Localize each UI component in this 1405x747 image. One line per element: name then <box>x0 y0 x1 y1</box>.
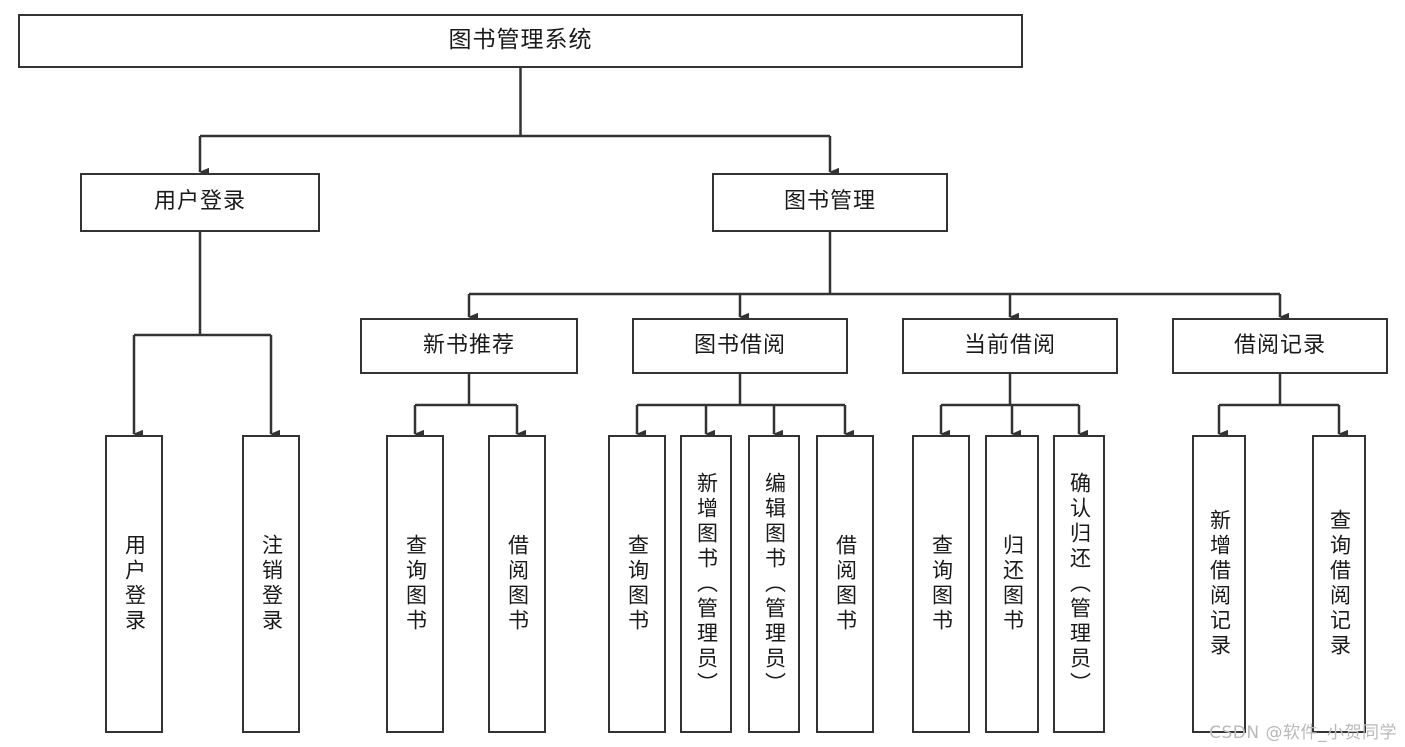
node-leaf-query-book-3-label: 查询图书 <box>929 534 954 634</box>
node-book-borrow-label: 图书借阅 <box>693 332 786 358</box>
node-book-manage[interactable]: 图书管理 <box>712 173 948 232</box>
node-current-borrow-label: 当前借阅 <box>963 332 1056 358</box>
node-current-borrow[interactable]: 当前借阅 <box>902 318 1118 374</box>
node-root[interactable]: 图书管理系统 <box>18 14 1023 68</box>
node-leaf-user-login[interactable]: 用户登录 <box>105 435 163 733</box>
node-leaf-add-book-label: 新增图书（管理员） <box>694 471 719 697</box>
node-new-book-rec-label: 新书推荐 <box>422 332 515 358</box>
node-leaf-user-login-label: 用户登录 <box>122 534 147 634</box>
node-user-login[interactable]: 用户登录 <box>80 173 320 232</box>
node-leaf-user-logout-label: 注销登录 <box>259 534 284 634</box>
edges-group <box>132 68 1348 439</box>
node-leaf-add-record[interactable]: 新增借阅记录 <box>1192 435 1246 733</box>
node-leaf-return-book-label: 归还图书 <box>1000 534 1025 634</box>
node-book-borrow[interactable]: 图书借阅 <box>632 318 848 374</box>
node-leaf-borrow-book-1-label: 借阅图书 <box>505 534 530 634</box>
node-book-manage-label: 图书管理 <box>783 189 876 215</box>
csdn-watermark: CSDN @软件_小贺同学 <box>1209 723 1397 743</box>
node-leaf-query-record[interactable]: 查询借阅记录 <box>1312 435 1366 733</box>
node-leaf-query-book-1-label: 查询图书 <box>403 534 428 634</box>
node-leaf-add-book[interactable]: 新增图书（管理员） <box>680 435 732 733</box>
node-leaf-edit-book-label: 编辑图书（管理员） <box>762 471 787 697</box>
node-leaf-query-record-label: 查询借阅记录 <box>1327 509 1352 659</box>
node-leaf-borrow-book-1[interactable]: 借阅图书 <box>488 435 546 733</box>
node-leaf-borrow-book-2[interactable]: 借阅图书 <box>816 435 874 733</box>
node-leaf-query-book-2[interactable]: 查询图书 <box>608 435 666 733</box>
node-leaf-user-logout[interactable]: 注销登录 <box>242 435 300 733</box>
node-borrow-record-label: 借阅记录 <box>1233 332 1326 358</box>
node-user-login-label: 用户登录 <box>153 189 246 215</box>
node-new-book-rec[interactable]: 新书推荐 <box>360 318 578 374</box>
node-leaf-confirm-return-label: 确认归还（管理员） <box>1067 471 1092 697</box>
node-leaf-return-book[interactable]: 归还图书 <box>985 435 1039 733</box>
node-leaf-add-record-label: 新增借阅记录 <box>1207 509 1232 659</box>
node-borrow-record[interactable]: 借阅记录 <box>1172 318 1388 374</box>
node-leaf-query-book-3[interactable]: 查询图书 <box>912 435 970 733</box>
node-leaf-query-book-2-label: 查询图书 <box>625 534 650 634</box>
node-leaf-confirm-return[interactable]: 确认归还（管理员） <box>1053 435 1105 733</box>
node-leaf-borrow-book-2-label: 借阅图书 <box>833 534 858 634</box>
node-root-label: 图书管理系统 <box>448 27 593 54</box>
node-leaf-edit-book[interactable]: 编辑图书（管理员） <box>748 435 800 733</box>
node-leaf-query-book-1[interactable]: 查询图书 <box>386 435 444 733</box>
